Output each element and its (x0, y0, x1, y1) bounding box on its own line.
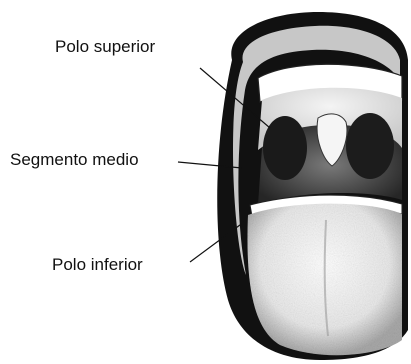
label-middle-segment: Segmento medio (10, 151, 139, 168)
label-superior-pole: Polo superior (55, 38, 155, 55)
tonsil-left (263, 116, 307, 180)
tonsil-right (346, 113, 394, 179)
label-inferior-pole: Polo inferior (52, 256, 143, 273)
